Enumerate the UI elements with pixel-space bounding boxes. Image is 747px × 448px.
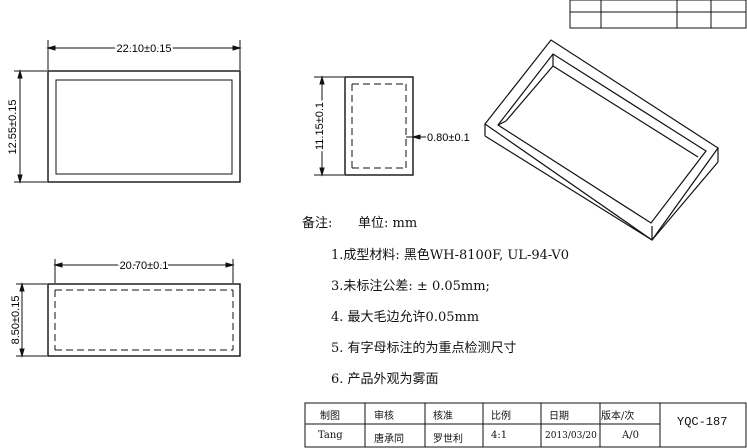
notes-unit: 单位: mm: [358, 216, 418, 231]
tb-value-version: A/0: [622, 430, 639, 441]
tb-header-version: 版本/次: [601, 411, 635, 422]
tb-value-review: 唐承同: [374, 434, 404, 445]
tb-header-scale: 比例: [491, 411, 511, 422]
dim-side-height: 11.15±0.1: [314, 102, 326, 150]
part-number: YQC-187: [677, 415, 728, 429]
dim-wall: 0.80±0.1: [427, 132, 470, 144]
isometric-view: [484, 39, 719, 241]
tb-value-drawn: Tang: [318, 430, 343, 441]
note-line-5: 6. 产品外观为雾面: [331, 372, 439, 387]
front-view: [14, 40, 242, 184]
note-line-2: 3.未标注公差: ± 0.05mm;: [331, 279, 490, 294]
tb-header-date: 日期: [549, 411, 569, 422]
tb-header-review: 审核: [374, 411, 394, 422]
note-line-1: 1.成型材料: 黑色WH-8100F, UL-94-V0: [331, 248, 569, 263]
notes-label: 备注:: [302, 216, 333, 231]
dim-bottom-width: 20.70±0.1: [120, 260, 169, 272]
dim-bottom-height: 8.50±0.15: [10, 296, 22, 345]
revision-table: [569, 0, 747, 29]
dim-top-height: 12.55±0.15: [7, 100, 19, 155]
tb-value-scale: 4:1: [491, 430, 508, 441]
tb-value-date: 2013/03/20: [545, 431, 597, 441]
tb-value-approve: 罗世利: [433, 434, 463, 445]
note-line-3: 4. 最大毛边允许0.05mm: [331, 310, 480, 325]
bottom-view: [16, 259, 241, 358]
tb-header-drawn: 制图: [320, 411, 340, 422]
side-view: [314, 75, 426, 177]
note-line-4: 5. 有字母标注的为重点检测尺寸: [331, 341, 517, 356]
title-block: [304, 402, 747, 448]
dim-top-width: 22.10±0.15: [117, 43, 172, 55]
tb-header-approve: 核准: [433, 411, 453, 422]
